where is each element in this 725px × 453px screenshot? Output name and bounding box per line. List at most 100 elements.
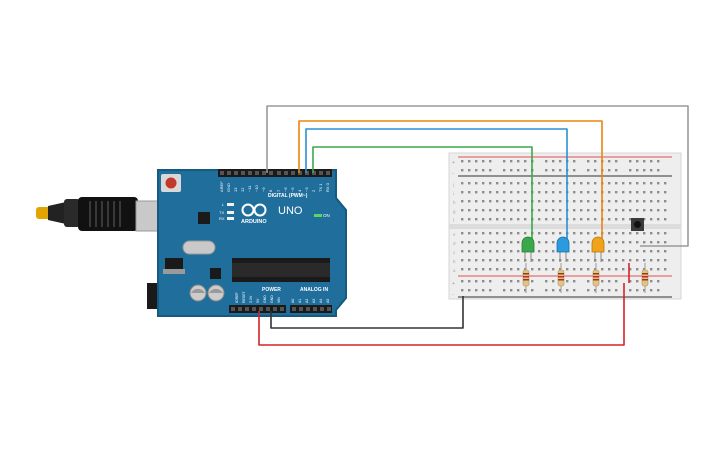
breadboard-hole [573,169,576,172]
breadboard-hole [559,160,562,163]
pin-label: A5 [326,299,330,303]
pin-label: A0 [291,299,295,303]
breadboard-hole [545,191,548,194]
breadboard-hole [573,268,576,271]
breadboard-hole [615,191,618,194]
breadboard-hole [580,209,583,212]
breadboard-hole [503,268,506,271]
breadboard-hole [580,200,583,203]
breadboard-hole [468,218,471,221]
breadboard-hole [573,250,576,253]
breadboard-hole [573,289,576,292]
breadboard-hole [594,232,597,235]
pin-label: 13 [233,187,238,192]
breadboard-hole [615,232,618,235]
breadboard-hole [636,250,639,253]
row-letter: h [453,200,456,205]
breadboard-hole [587,160,590,163]
breadboard-hole [650,250,653,253]
breadboard-hole [517,259,520,262]
rx-led-label: RX [219,216,225,221]
breadboard-hole [461,280,464,283]
breadboard-hole [573,200,576,203]
breadboard-hole [594,268,597,271]
breadboard-hole [636,169,639,172]
breadboard-hole [510,218,513,221]
breadboard-hole [461,200,464,203]
breadboard-hole [503,169,506,172]
breadboard-hole [664,268,667,271]
breadboard-hole [580,232,583,235]
row-letter: g [453,209,456,214]
breadboard-hole [622,250,625,253]
breadboard-hole [657,232,660,235]
breadboard-hole [489,218,492,221]
breadboard-hole [552,268,555,271]
breadboard-hole [650,191,653,194]
breadboard-hole [629,169,632,172]
breadboard-hole [650,200,653,203]
breadboard-hole [489,268,492,271]
breadboard-hole [636,160,639,163]
breadboard-hole [482,182,485,185]
breadboard-hole [517,289,520,292]
breadboard-hole [657,169,660,172]
reset-button[interactable] [165,177,177,189]
breadboard-hole [503,200,506,203]
breadboard-hole [468,200,471,203]
breadboard-hole [629,200,632,203]
breadboard-hole [615,289,618,292]
crystal-oscillator [182,240,216,255]
breadboard-hole [622,268,625,271]
row-letter: a [453,268,456,273]
digital-label: DIGITAL (PWM~) [268,193,308,199]
pin-label: AREF [219,181,224,192]
cable-tip [36,207,50,219]
breadboard-hole [650,280,653,283]
breadboard-hole [461,209,464,212]
resistor-1 [522,263,530,293]
pushbutton-cap[interactable] [634,221,641,228]
wire-red [258,283,625,346]
breadboard-hole [468,209,471,212]
breadboard-hole [475,250,478,253]
breadboard-hole [517,218,520,221]
breadboard-hole [552,250,555,253]
digital-pin-labels: AREF GND 13 12 ~11 ~10 ~9 8 7 ~6 ~5 4 ~3… [219,181,330,192]
breadboard-hole [587,169,590,172]
breadboard-hole [650,268,653,271]
breadboard-hole [587,289,590,292]
pushbutton[interactable] [631,218,644,231]
breadboard-hole [545,169,548,172]
breadboard-hole [650,218,653,221]
pin-label: 2 [311,189,316,192]
digital-header [218,169,332,177]
breadboard-hole [489,241,492,244]
rail-minus-top: - [452,171,454,177]
breadboard-hole [475,191,478,194]
breadboard-hole [517,200,520,203]
breadboard-hole [573,241,576,244]
breadboard-hole [475,209,478,212]
breadboard-hole [538,182,541,185]
breadboard-hole [538,191,541,194]
breadboard-hole [615,280,618,283]
breadboard-hole [629,191,632,194]
breadboard-hole [482,250,485,253]
breadboard-hole [531,289,534,292]
led-blue [556,236,570,262]
capacitor-right-top [209,288,223,293]
breadboard-hole [559,268,562,271]
breadboard-hole [664,241,667,244]
pin-label: ~10 [254,184,259,192]
breadboard-hole [622,209,625,212]
breadboard-hole [629,160,632,163]
breadboard-hole [510,209,513,212]
pin-label: 3.3V [249,295,253,303]
breadboard-hole [552,218,555,221]
breadboard-hole [475,232,478,235]
breadboard-hole [587,232,590,235]
breadboard-hole [587,280,590,283]
breadboard-hole [503,232,506,235]
